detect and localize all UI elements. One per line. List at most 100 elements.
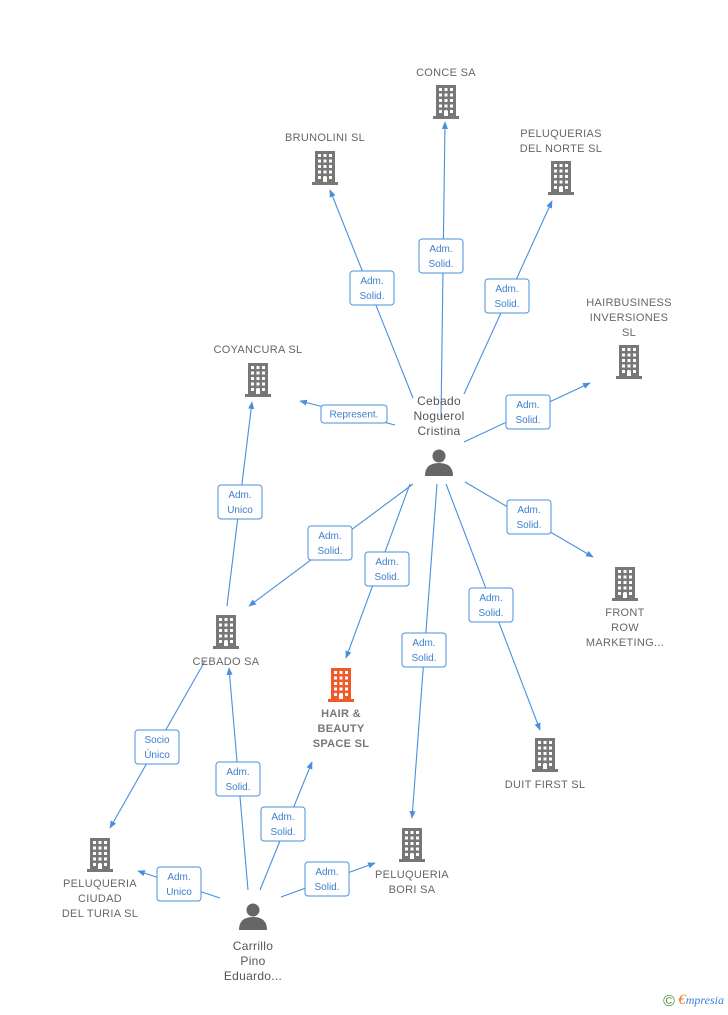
edge-label-text: Adm. <box>315 867 338 878</box>
node-label: BEAUTY <box>317 723 364 735</box>
person-icon <box>239 903 267 930</box>
node-label: Cebado <box>417 394 461 408</box>
edge-label-text: Adm. <box>517 505 540 516</box>
edge-label-box <box>134 729 180 765</box>
building-icon <box>616 345 642 379</box>
node-label: COYANCURA SL <box>214 344 303 356</box>
edge-label[interactable]: Adm.Unico <box>217 484 263 520</box>
building-icon <box>532 738 558 772</box>
edge-label-text: Solid. <box>317 546 342 557</box>
building-icon <box>433 85 459 119</box>
node-label: PELUQUERIAS <box>520 128 602 140</box>
edge-label-text: Adm. <box>360 276 383 287</box>
node-label: HAIRBUSINESS <box>586 297 672 309</box>
edge-label-text: Adm. <box>412 638 435 649</box>
edge-label[interactable]: Adm.Solid. <box>215 761 261 797</box>
edge-label-box <box>217 484 263 520</box>
edge-label[interactable]: Adm.Solid. <box>505 394 551 430</box>
node-label: INVERSIONES <box>590 312 669 324</box>
company-node-cebado[interactable]: CEBADO SA <box>193 615 260 668</box>
edge-label-text: Unico <box>166 887 192 898</box>
edge-label-box <box>505 394 551 430</box>
edge-label[interactable]: Adm. Unico <box>156 866 202 902</box>
edge-label-text: Solid. <box>314 882 339 893</box>
edge-label-text: Represent. <box>330 410 379 421</box>
edge-label[interactable]: Adm.Solid. <box>401 632 447 668</box>
edge-label-box <box>418 238 464 274</box>
edge-label[interactable]: Adm.Solid. <box>468 587 514 623</box>
building-icon <box>328 668 354 702</box>
edge-label-box <box>484 278 530 314</box>
edge-label-text: Solid. <box>359 291 384 302</box>
edge-label-text: Adm. <box>318 531 341 542</box>
node-label: SPACE SL <box>313 738 370 750</box>
edge-label[interactable]: Adm. Solid. <box>418 238 464 274</box>
edge-label[interactable]: Adm. Solid. <box>260 806 306 842</box>
edge-label-box <box>260 806 306 842</box>
edge-label-box <box>156 866 202 902</box>
node-label: Noguerol <box>413 409 464 423</box>
edge-label[interactable]: Adm. Solid. <box>349 270 395 306</box>
nodes-layer: CONCE SA BRUNOLINI SL PELUQUERIAS DEL NORTE… <box>62 67 672 983</box>
edge-label-text: Adm. <box>495 284 518 295</box>
edge-label-text: Unico <box>227 505 253 516</box>
edge-label-text: Solid. <box>515 415 540 426</box>
building-icon <box>213 615 239 649</box>
edge-label[interactable]: Adm. Solid. <box>364 551 410 587</box>
node-label: Cristina <box>417 424 460 438</box>
company-node-conce[interactable]: CONCE SA <box>416 67 476 119</box>
company-node-peluqueria-bori[interactable]: PELUQUERIA BORI SA <box>375 828 449 896</box>
building-icon <box>245 363 271 397</box>
node-label: Carrillo <box>233 939 273 953</box>
edge-label-text: Socio <box>144 735 169 746</box>
edge-label-text: Solid. <box>374 572 399 583</box>
edge-label-text: Solid. <box>428 259 453 270</box>
edge-label[interactable]: Adm. Solid. <box>304 861 350 897</box>
node-label: PELUQUERIA <box>63 878 137 890</box>
node-label: BRUNOLINI SL <box>285 132 365 144</box>
edge-label-box <box>215 761 261 797</box>
edge-label-text: Adm. <box>429 244 452 255</box>
edge-label[interactable]: Represent. <box>320 404 388 424</box>
edge-label[interactable]: Adm. Solid. <box>307 525 353 561</box>
company-node-duit-first[interactable]: DUIT FIRST SL <box>505 738 586 791</box>
building-icon <box>399 828 425 862</box>
person-node-carrillo-pino[interactable]: CarrilloPinoEduardo... <box>224 903 282 984</box>
brand-e: € <box>678 992 686 1008</box>
edge-label-box <box>364 551 410 587</box>
edge-label-text: Solid. <box>270 827 295 838</box>
node-label: CEBADO SA <box>193 656 260 668</box>
edge-label[interactable]: Adm. Solid. <box>506 499 552 535</box>
company-node-coyancura[interactable]: COYANCURA SL <box>214 344 303 397</box>
person-icon <box>425 449 453 476</box>
node-label: DUIT FIRST SL <box>505 779 586 791</box>
edge-label-text: Adm. <box>167 872 190 883</box>
edge-label-text: Solid. <box>516 520 541 531</box>
company-node-front-row[interactable]: FRONTROWMARKETING... <box>586 567 664 649</box>
node-label: ROW <box>611 622 639 634</box>
node-label: FRONT <box>605 607 644 619</box>
edge-label-text: Solid. <box>225 782 250 793</box>
edge-label-text: Solid. <box>494 299 519 310</box>
node-label: DEL NORTE SL <box>520 143 602 155</box>
building-icon <box>612 567 638 601</box>
company-node-brunolini[interactable]: BRUNOLINI SL <box>285 132 365 185</box>
edge-label-box <box>307 525 353 561</box>
edge-label-box <box>401 632 447 668</box>
node-label: SL <box>622 327 636 339</box>
copyright-icon: © <box>663 993 675 1010</box>
node-label: PELUQUERIA <box>375 869 449 881</box>
company-node-hairbusiness[interactable]: HAIRBUSINESS INVERSIONES SL <box>586 297 672 379</box>
building-icon <box>312 151 338 185</box>
company-node-peluquerias-norte[interactable]: PELUQUERIAS DEL NORTE SL <box>520 128 602 195</box>
edge-label-text: Adm. <box>375 557 398 568</box>
edge-label-text: Adm. <box>479 593 502 604</box>
edge-label[interactable]: Adm. Solid. <box>484 278 530 314</box>
node-label: CONCE SA <box>416 67 476 79</box>
edge-label-text: Adm. <box>271 812 294 823</box>
node-label: BORI SA <box>389 884 436 896</box>
